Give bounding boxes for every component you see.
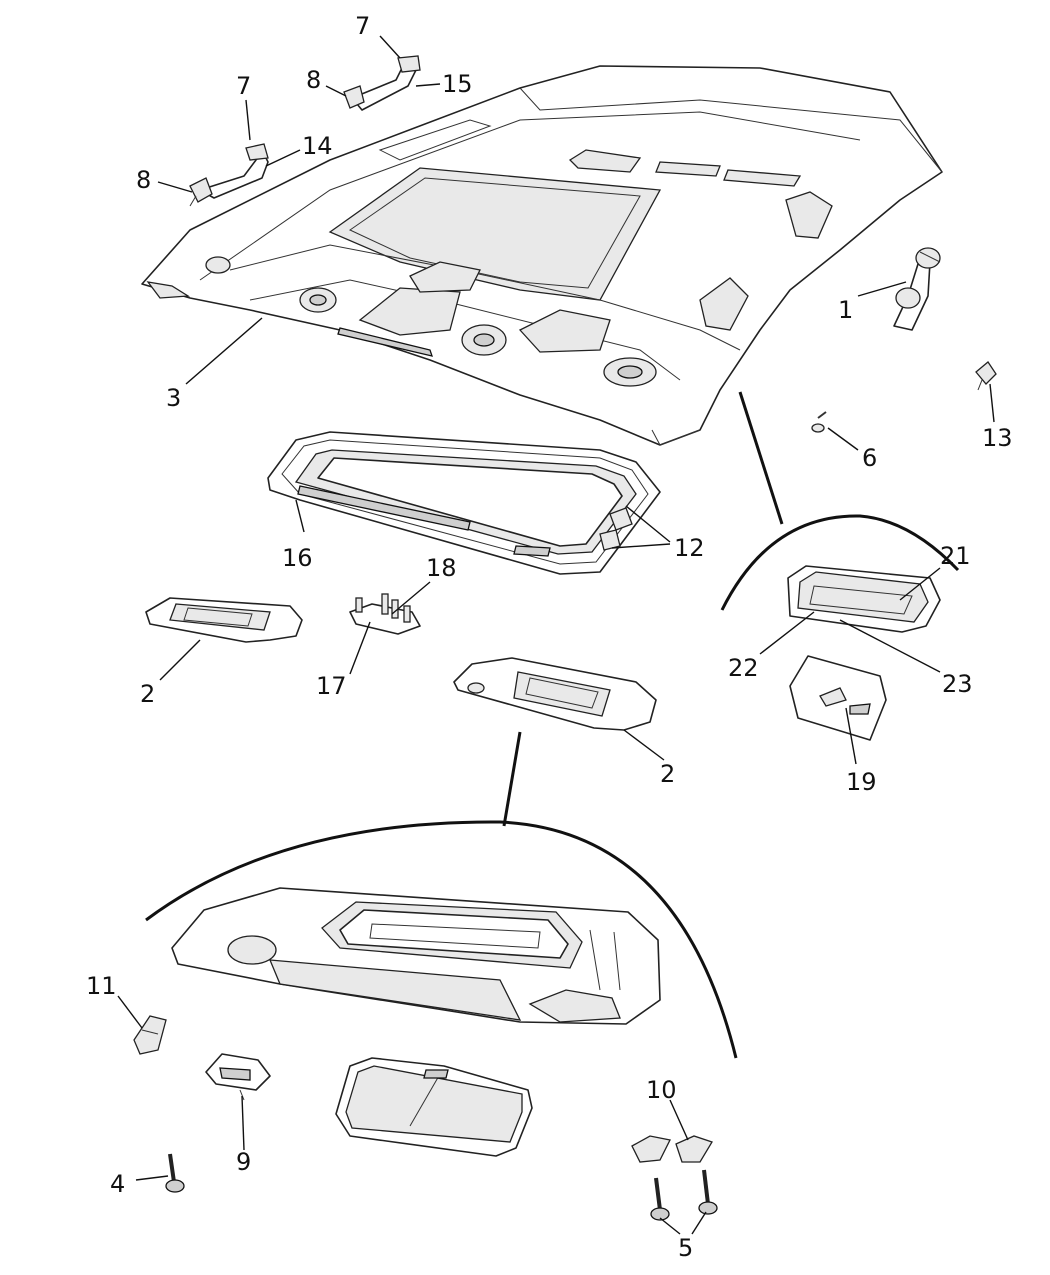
callout-22: 22: [728, 654, 759, 682]
callout-23: 23: [942, 670, 973, 698]
part-17-18-clip: [349, 593, 421, 635]
part-5-screws: [650, 1169, 718, 1221]
callout-3: 3: [166, 384, 181, 412]
large-cover-part: [335, 1057, 533, 1157]
part-19-lens: [789, 655, 887, 741]
callout-12: 12: [674, 534, 705, 562]
callout-7-left: 7: [236, 72, 251, 100]
callout-14: 14: [302, 132, 333, 160]
callout-8-top: 8: [306, 66, 321, 94]
overhead-console-part: [787, 565, 941, 633]
detail-arc-right: [720, 514, 960, 611]
callout-9: 9: [236, 1148, 251, 1176]
callout-15: 15: [442, 70, 473, 98]
part-2-center-bracket: [453, 657, 657, 731]
callout-2-left: 2: [140, 680, 155, 708]
callout-21: 21: [940, 542, 971, 570]
part-1-retainer: [893, 247, 941, 331]
detail-bracket-enlarged: [171, 887, 661, 1025]
callout-4: 4: [110, 1170, 125, 1198]
grab-handle-left-part: [189, 143, 269, 207]
callout-13: 13: [982, 424, 1013, 452]
grab-handle-right-part: [343, 55, 421, 111]
callout-17: 17: [316, 672, 347, 700]
callout-16: 16: [282, 544, 313, 572]
callout-6: 6: [862, 444, 877, 472]
callout-labels: 7 8 15 7 14 8 3 1 13 6 16 12 18 17 2 2 2…: [86, 12, 1013, 1262]
callout-1: 1: [838, 296, 853, 324]
detail-arc-bottom: [145, 820, 738, 1059]
callout-10: 10: [646, 1076, 677, 1104]
headliner-part: [141, 65, 943, 446]
callout-19: 19: [846, 768, 877, 796]
callout-7-top: 7: [355, 12, 370, 40]
part-10-clips: [631, 1135, 713, 1163]
sunroof-frame-part: [267, 431, 661, 575]
leader-lines: [117, 35, 995, 1235]
part-11-clip: [133, 1015, 167, 1055]
callout-18: 18: [426, 554, 457, 582]
part-6-screw: [811, 411, 827, 433]
part-2-left-bracket: [145, 597, 303, 643]
callout-2-center: 2: [660, 760, 675, 788]
part-13-clip: [975, 361, 997, 391]
part-4-screw: [165, 1153, 185, 1193]
callout-11: 11: [86, 972, 117, 1000]
part-9-retainer: [205, 1053, 271, 1101]
callout-5: 5: [678, 1234, 693, 1262]
callout-8-left: 8: [136, 166, 151, 194]
